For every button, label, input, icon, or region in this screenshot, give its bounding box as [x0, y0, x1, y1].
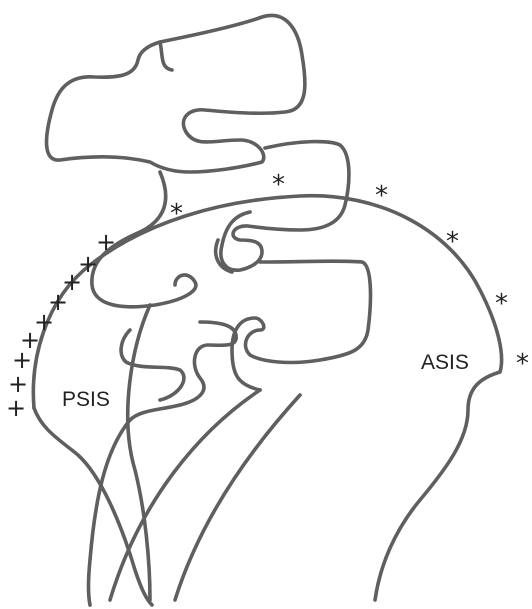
- inner-pelvis-line-1: [89, 420, 131, 605]
- plus-marker: +: [6, 394, 26, 422]
- star-marker: *: [446, 227, 459, 257]
- plus-marker: +: [96, 228, 116, 256]
- star-marker: *: [170, 199, 183, 229]
- vertebra-lower-outline: [92, 142, 349, 307]
- psis-label: PSIS: [62, 388, 110, 411]
- posterior-ilium-outline: [34, 408, 152, 605]
- star-markers: * * * * * *: [170, 170, 529, 379]
- star-marker: *: [516, 349, 529, 379]
- star-marker: *: [375, 181, 388, 211]
- inner-pelvis-line-3: [175, 395, 300, 600]
- star-marker: *: [495, 289, 508, 319]
- asis-label: ASIS: [421, 351, 469, 374]
- sacrum-outline: [121, 261, 370, 420]
- star-marker: *: [272, 170, 285, 200]
